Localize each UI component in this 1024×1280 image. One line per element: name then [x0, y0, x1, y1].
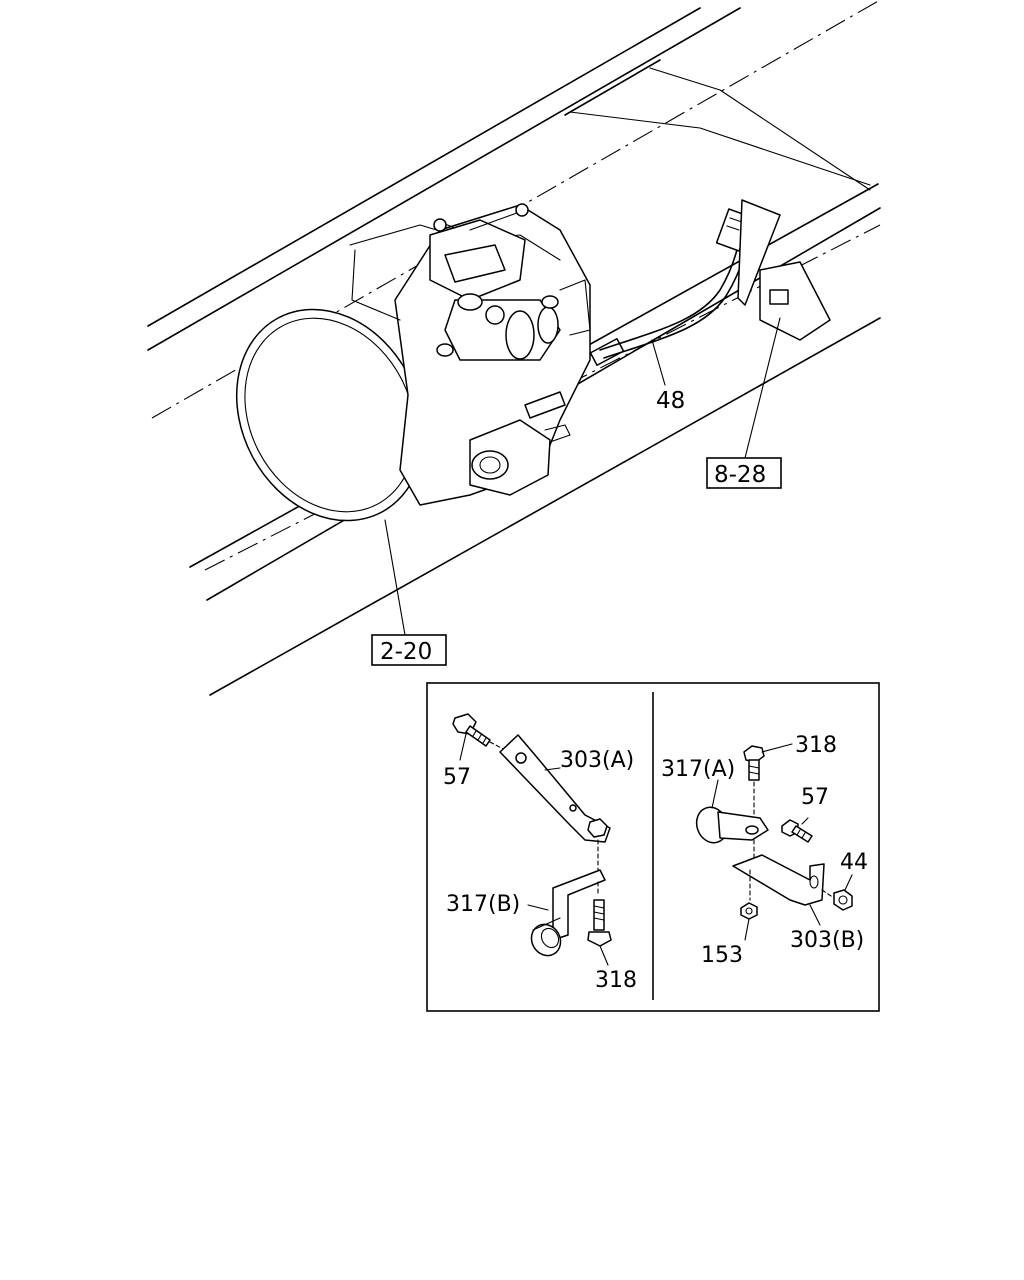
clip-317b-icon — [530, 869, 606, 957]
callout-left-303a: 303(A) — [560, 748, 634, 773]
main-leader-lines — [384, 317, 781, 636]
callout-left-57: 57 — [443, 765, 471, 790]
transmission-assembly — [235, 203, 625, 522]
nut-44-icon — [833, 889, 853, 911]
flex-hose — [599, 199, 831, 359]
callout-hose-48: 48 — [656, 388, 685, 414]
screw-318-left-icon — [587, 899, 612, 947]
bolt-57-left-icon — [452, 713, 491, 747]
callout-right-44: 44 — [840, 850, 868, 875]
detail-box — [426, 682, 880, 1012]
callout-right-317a: 317(A) — [661, 757, 735, 782]
washer-153-icon — [740, 902, 758, 920]
callout-right-318: 318 — [795, 733, 837, 758]
detail-right-parts — [695, 743, 853, 941]
clip-317a-icon — [695, 806, 769, 844]
reference-box-2-20[interactable]: 2-20 — [371, 634, 447, 666]
reference-box-8-28[interactable]: 8-28 — [706, 457, 782, 489]
bolt-57-right-icon — [781, 819, 813, 843]
bracket-303b-icon — [732, 854, 825, 906]
callout-left-317b: 317(B) — [446, 892, 520, 917]
detail-left-parts — [452, 713, 612, 966]
callout-right-57: 57 — [801, 785, 829, 810]
screw-318-right-icon — [743, 745, 765, 781]
callout-right-153: 153 — [701, 943, 743, 968]
bracket-303a-icon — [499, 734, 611, 843]
callout-left-318: 318 — [595, 968, 637, 993]
reference-2-20-label: 2-20 — [380, 639, 432, 665]
callout-right-303b: 303(B) — [790, 928, 864, 953]
reference-8-28-label: 8-28 — [714, 462, 766, 488]
